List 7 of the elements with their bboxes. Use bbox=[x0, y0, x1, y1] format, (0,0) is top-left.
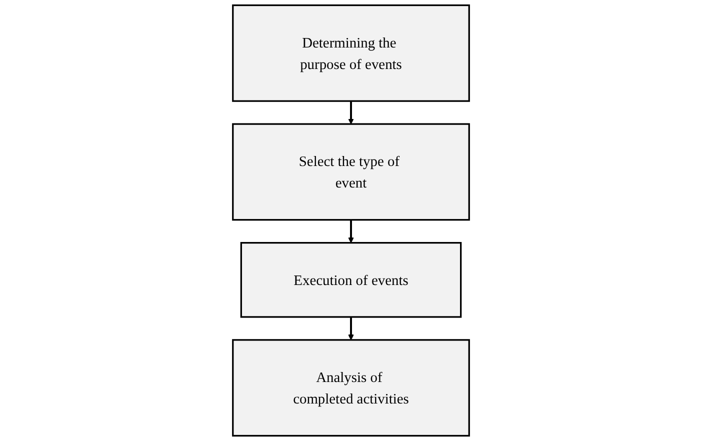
node-box: Determining the purpose of events bbox=[232, 4, 470, 102]
arrow bbox=[348, 101, 354, 124]
node-box: Execution of events bbox=[240, 242, 462, 318]
arrow bbox=[348, 220, 354, 244]
arrow bbox=[348, 316, 354, 340]
node-box: Analysis of completed activities bbox=[232, 339, 470, 437]
node-box: Select the type of event bbox=[232, 123, 470, 221]
